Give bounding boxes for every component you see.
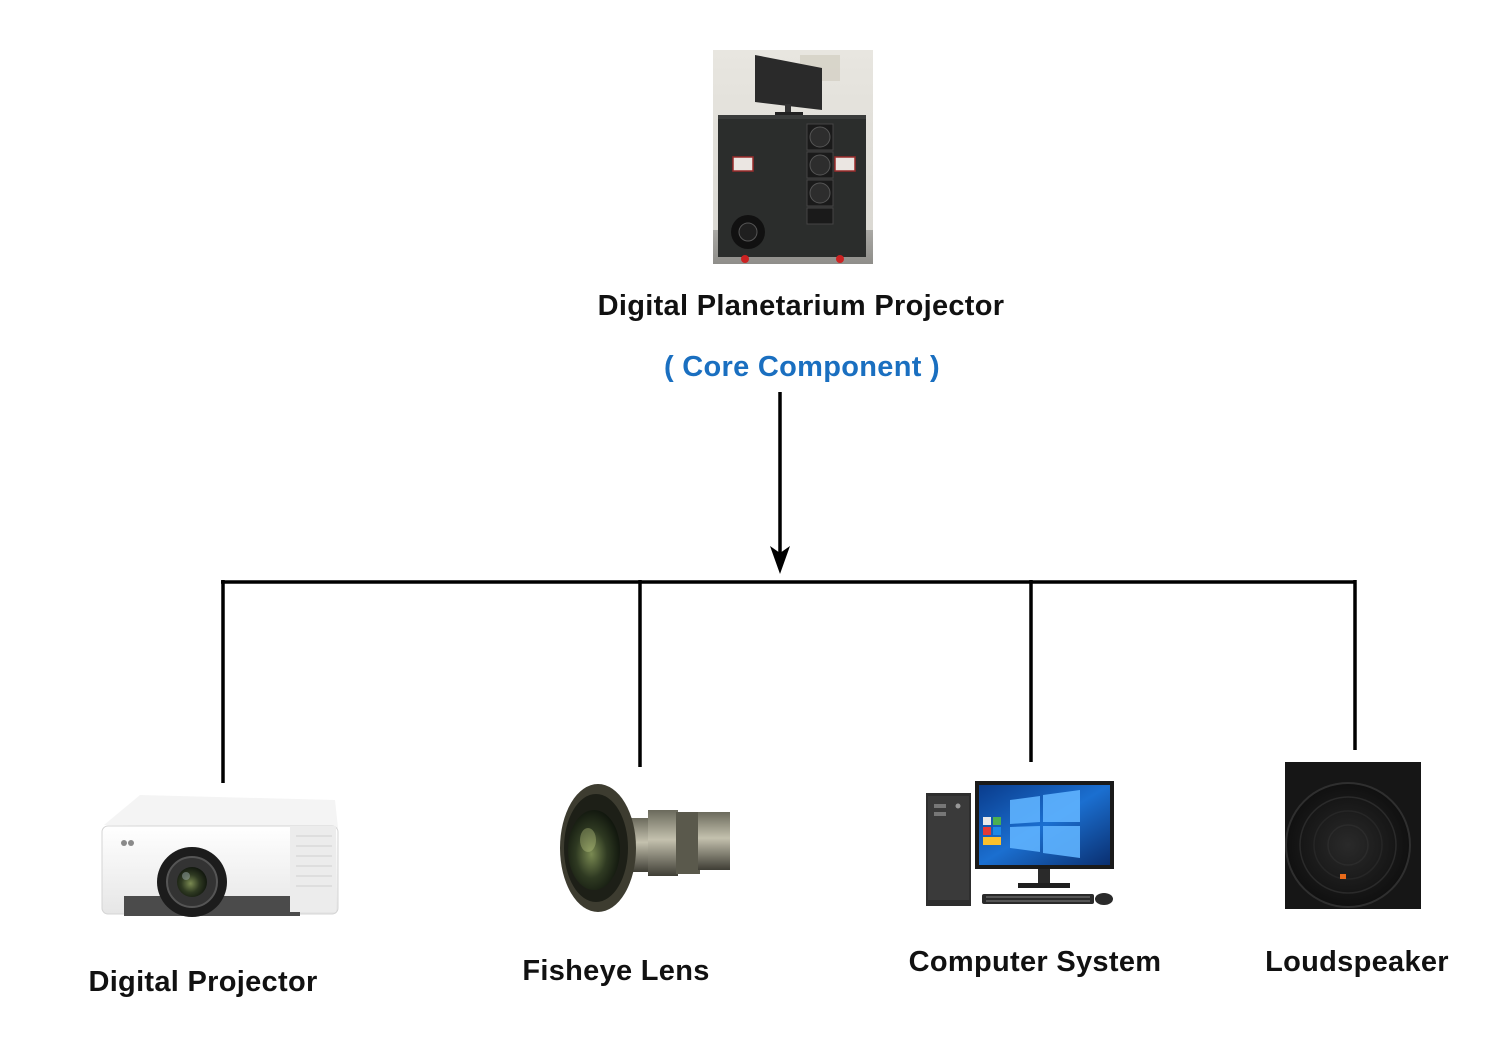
arrowhead (770, 546, 790, 574)
root-subtitle: ( Core Component ) (663, 351, 941, 383)
planetarium-projector-icon (713, 50, 873, 264)
component-label-projector: Digital Projector (88, 966, 318, 998)
fisheye-lens-icon (560, 784, 730, 912)
speaker-icon (1285, 762, 1421, 909)
component-label-computer: Computer System (908, 946, 1162, 978)
computer-icon (926, 781, 1114, 906)
projector-icon (101, 795, 339, 917)
connector-lines (221, 392, 1357, 783)
component-label-lens: Fisheye Lens (522, 955, 710, 987)
root-title: Digital Planetarium Projector (597, 290, 1005, 322)
component-label-speaker: Loudspeaker (1265, 946, 1449, 978)
